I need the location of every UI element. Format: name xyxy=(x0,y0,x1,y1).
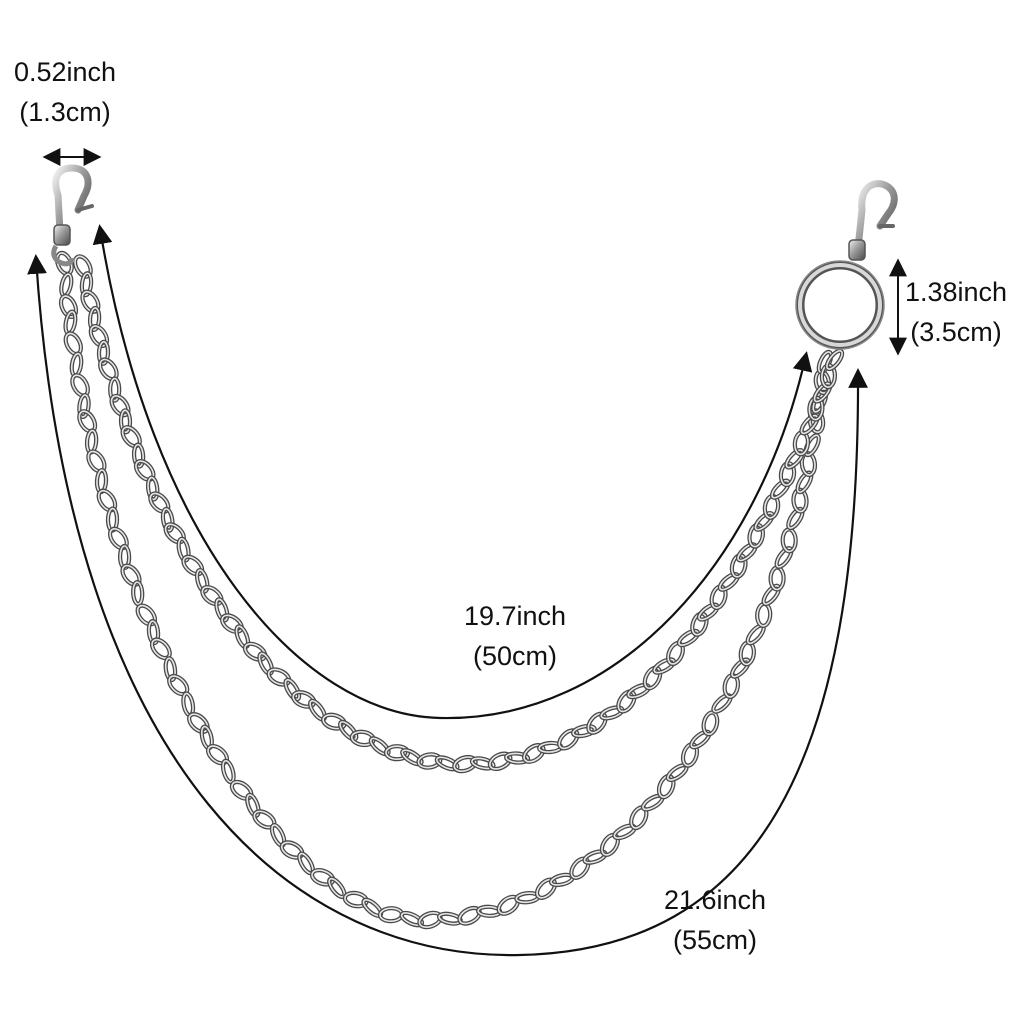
chain-link xyxy=(523,744,545,763)
chain-link xyxy=(826,349,843,370)
ring-diameter-metric: (3.5cm) xyxy=(910,317,1002,347)
chain-link xyxy=(222,759,235,783)
chain-link xyxy=(505,752,529,764)
chain-link xyxy=(215,598,229,622)
chain-link xyxy=(401,749,423,765)
long-chain xyxy=(54,250,834,930)
chain-link xyxy=(164,657,176,681)
chain-link xyxy=(754,512,774,531)
chain-link xyxy=(775,547,793,568)
chain-link xyxy=(813,382,831,403)
short-chain-imperial: 19.7inch xyxy=(463,601,567,631)
chain-link xyxy=(81,272,92,296)
clasp-width-metric: (1.3cm) xyxy=(19,97,111,127)
clasp-width-imperial: 0.52inch xyxy=(13,57,117,87)
split-key-ring xyxy=(795,260,885,350)
chain-link xyxy=(800,414,819,435)
chain-link xyxy=(436,756,459,771)
chain-link xyxy=(471,757,495,770)
short-length-guide xyxy=(92,224,813,720)
chain-link xyxy=(785,449,804,469)
chain-link xyxy=(147,476,159,501)
left-lobster-clasp xyxy=(51,164,94,267)
chain-link xyxy=(221,614,243,633)
chain-link xyxy=(162,508,174,532)
short-chain-length-label: 19.7inch (50cm) xyxy=(440,596,590,676)
long-chain-length-label: 21.6inch (55cm) xyxy=(640,880,790,960)
chain-link xyxy=(731,658,750,678)
chain-link xyxy=(109,377,120,402)
chain-link xyxy=(762,584,780,605)
chain-link xyxy=(177,537,190,562)
chain-link xyxy=(196,569,209,593)
chain-link xyxy=(148,620,159,644)
chain-link xyxy=(691,612,708,636)
chain-link xyxy=(698,603,719,621)
long-chain-imperial: 21.6inch xyxy=(663,885,767,915)
chain-link xyxy=(132,581,144,605)
chain-link xyxy=(133,443,144,468)
short-chain-metric: (50cm) xyxy=(472,641,557,671)
chain-link xyxy=(787,508,804,529)
chain-link xyxy=(98,341,109,365)
chain-link xyxy=(644,666,661,690)
long-length-guide xyxy=(27,254,868,957)
chain-link xyxy=(678,630,699,646)
ring-diameter-label: 1.38inch (3.5cm) xyxy=(892,272,1020,352)
right-lobster-clasp xyxy=(848,180,898,261)
chain-link xyxy=(284,679,300,701)
chain-link xyxy=(572,725,596,737)
clasp-width-label: 0.52inch (1.3cm) xyxy=(0,52,130,132)
chain-link xyxy=(246,794,260,817)
long-chain-metric: (55cm) xyxy=(672,925,757,955)
ring-diameter-imperial: 1.38inch xyxy=(904,277,1008,307)
chain-link xyxy=(771,479,790,499)
chain-link xyxy=(89,307,100,331)
chain-link xyxy=(120,409,131,434)
short-chain xyxy=(72,254,845,774)
chain-link xyxy=(78,394,90,418)
chain-link xyxy=(339,721,358,741)
chain-link xyxy=(653,658,675,674)
